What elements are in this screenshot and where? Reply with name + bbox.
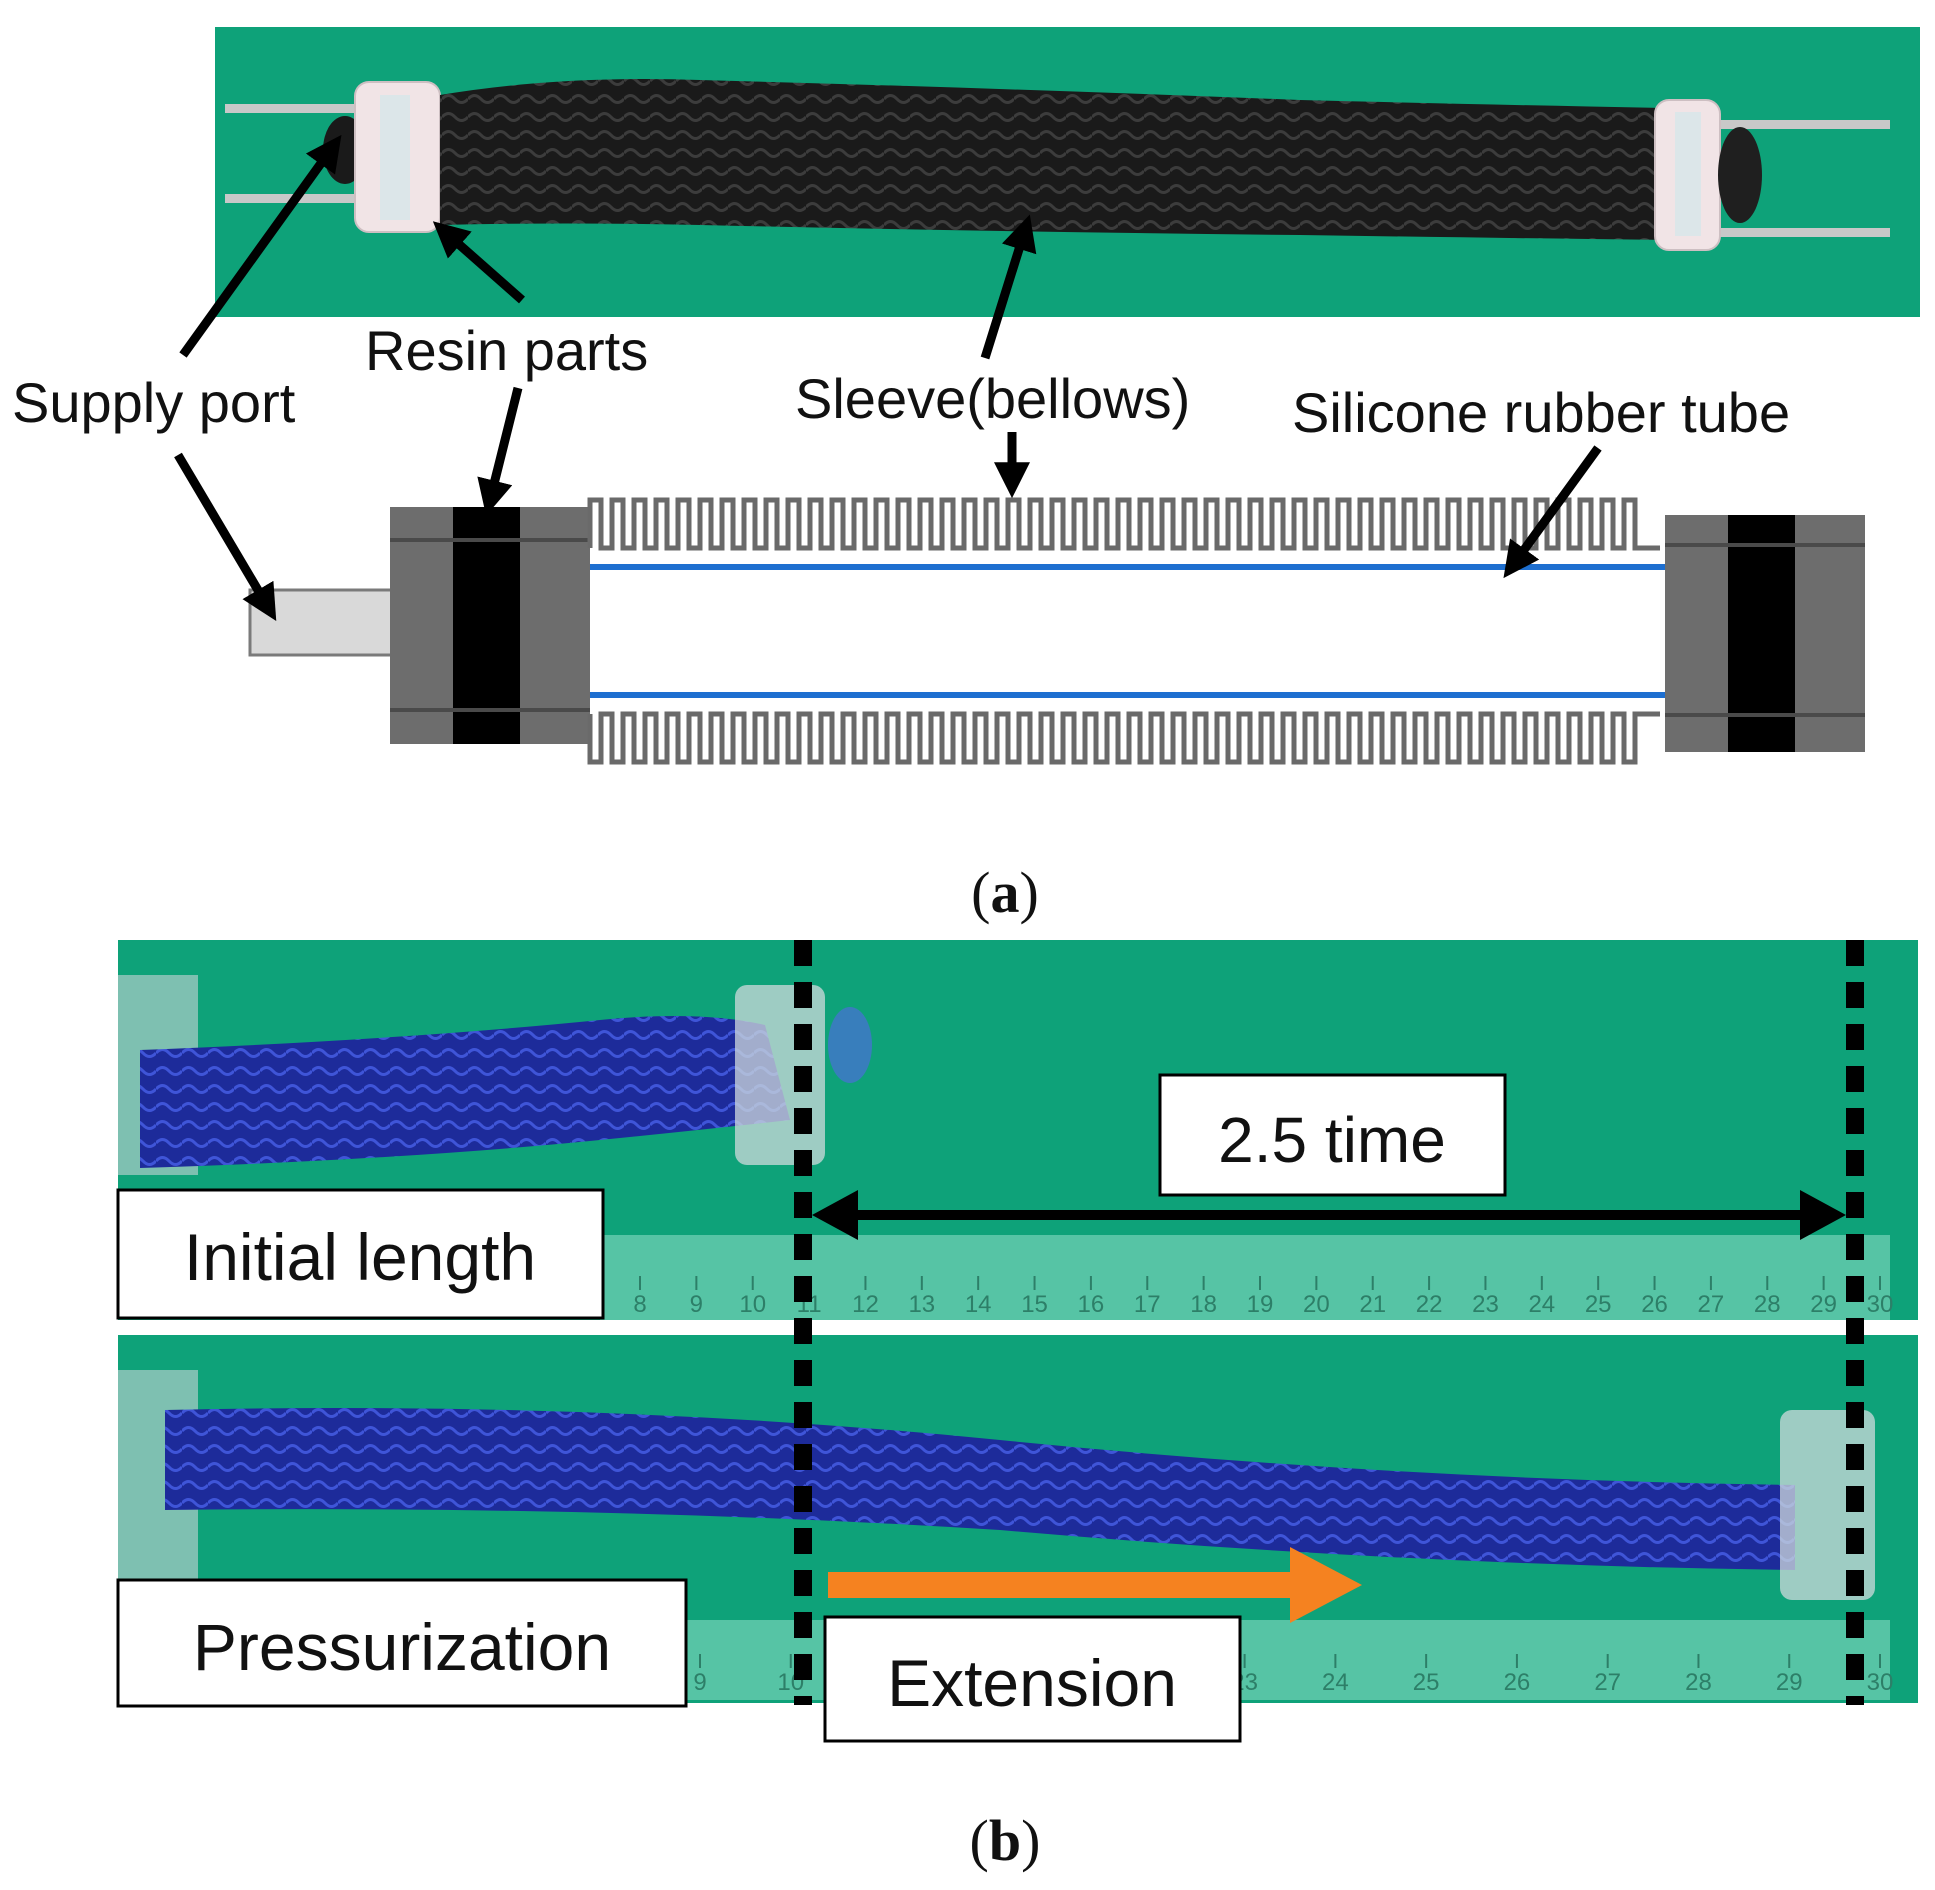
ruler-tick-label: 12 [852, 1291, 879, 1318]
label-ratio: 2.5 time [1218, 1104, 1446, 1176]
ruler-tick-label: 14 [965, 1291, 992, 1318]
ruler-tick-label: 29 [1810, 1291, 1837, 1318]
ruler-tick-label: 17 [1134, 1291, 1161, 1318]
annotation-arrows-a [174, 134, 1602, 621]
ruler-tick-label: 22 [1416, 1291, 1443, 1318]
ruler-tick-label: 20 [1303, 1291, 1330, 1318]
ruler-tick-label: 8 [633, 1291, 646, 1318]
schematic-supply-port [248, 588, 397, 657]
ruler-tick-label: 24 [1528, 1291, 1555, 1318]
ruler-tick-label: 25 [1413, 1669, 1440, 1696]
ruler-tick-label: 23 [1472, 1291, 1499, 1318]
ruler-tick-label: 19 [1247, 1291, 1274, 1318]
ruler-tick-label: 16 [1078, 1291, 1105, 1318]
schematic-diagram [248, 497, 1865, 765]
ratio-box [1158, 1073, 1507, 1197]
ruler-tick-label: 25 [1585, 1291, 1612, 1318]
photo-initial-actuator [140, 1016, 790, 1168]
length-double-arrow [812, 1190, 1846, 1240]
ruler-tick-label: 26 [1504, 1669, 1531, 1696]
label-extension: Extension [887, 1646, 1177, 1720]
left-pin-top [225, 104, 375, 113]
label-resin-parts: Resin parts [365, 319, 648, 382]
ruler-tick-label: 30 [1867, 1669, 1894, 1696]
ruler-tick-label: 15 [1021, 1291, 1048, 1318]
ruler-tick-label: 28 [1685, 1669, 1712, 1696]
panel-b-label: (b) [970, 1808, 1041, 1873]
panel-a: Supply port Resin parts Sleeve(bellows) … [12, 27, 1920, 925]
extension-arrow [828, 1547, 1362, 1623]
initial-length-box [116, 1188, 605, 1320]
ruler-top [600, 1235, 1890, 1320]
label-silicone-tube: Silicone rubber tube [1292, 381, 1790, 444]
schematic-bellows-top [587, 497, 1660, 551]
panel-a-label: (a) [971, 860, 1039, 925]
ruler-tick-label: 29 [1776, 1669, 1803, 1696]
extension-box [823, 1615, 1242, 1743]
ruler-tick-label: 18 [1190, 1291, 1217, 1318]
right-pin-bottom [1690, 228, 1890, 237]
label-pressurization: Pressurization [193, 1610, 611, 1684]
ruler-tick-label: 24 [1322, 1669, 1349, 1696]
label-supply-port: Supply port [12, 371, 296, 434]
photo-pressurized-actuator [165, 1408, 1795, 1570]
ruler-tick-label: 30 [1867, 1291, 1894, 1318]
pressurization-box [116, 1578, 688, 1708]
ruler-tick-label: 13 [908, 1291, 935, 1318]
ruler-tick-label: 10 [739, 1291, 766, 1318]
ruler-tick-label: 9 [693, 1669, 706, 1696]
ruler-tick-label: 28 [1754, 1291, 1781, 1318]
ruler-tick-label: 27 [1698, 1291, 1725, 1318]
ruler-tick-label: 27 [1594, 1669, 1621, 1696]
ruler-tick-label: 21 [1359, 1291, 1386, 1318]
ruler-tick-label: 9 [690, 1291, 703, 1318]
ruler-tick-label: 26 [1641, 1291, 1668, 1318]
schematic-bellows-bottom [587, 711, 1660, 765]
right-pin-top [1690, 120, 1890, 129]
label-sleeve: Sleeve(bellows) [795, 367, 1190, 430]
label-initial-length: Initial length [184, 1220, 536, 1294]
photo-black-sleeve [440, 79, 1668, 240]
